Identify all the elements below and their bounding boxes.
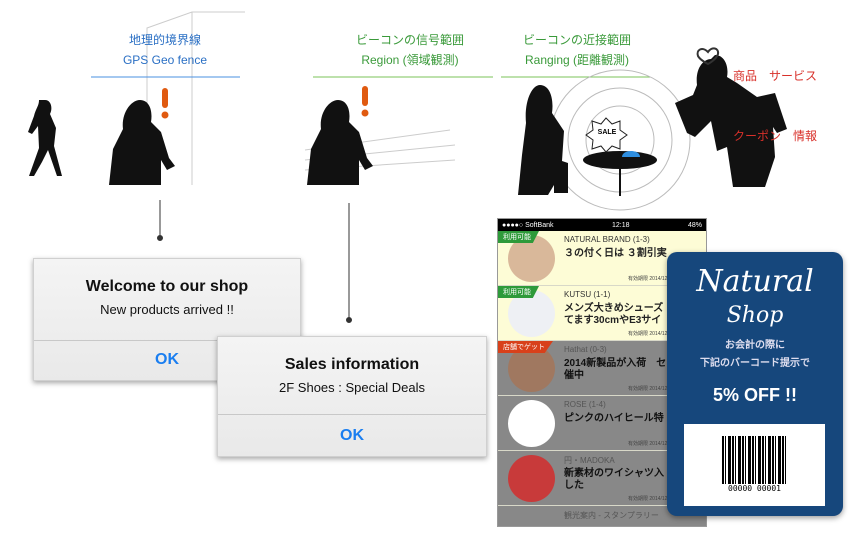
woman-silhouette-2 <box>307 100 373 185</box>
ranging-label-jp: ビーコンの近接範囲 <box>522 33 631 47</box>
ranging-label-en: Ranging (距離観測) <box>524 53 630 67</box>
divider <box>218 414 486 415</box>
alert-exclamation-icon <box>161 86 369 119</box>
beacon-icon <box>622 151 640 157</box>
coupon-line2: 下記のバーコード提示で <box>700 358 810 369</box>
list-item[interactable]: 観光案内 - スタンプラリー <box>498 506 706 520</box>
woman-bag-silhouette <box>518 85 568 195</box>
geofence-label: 地理的境界線 GPS Geo fence <box>90 30 240 70</box>
geofence-label-en: GPS Geo fence <box>122 53 208 67</box>
list-item[interactable]: 店舗でゲット Hathat (0-3) 2014新製品が入荷 セ 催中 有効期限… <box>498 341 706 396</box>
item-thumbnail <box>508 455 555 502</box>
item-date: 有効期限 2014/12/3 <box>628 496 672 502</box>
item-tag: 利用可能 <box>498 231 539 243</box>
region-label-jp: ビーコンの信号範囲 <box>355 33 464 47</box>
item-brand: KUTSU (1-1) <box>564 290 611 299</box>
carrier: ●●●●○ SoftBank <box>502 221 554 229</box>
item-date: 有効期限 2014/12/1 <box>628 386 672 392</box>
services-label-line2: クーポン 情報 <box>733 129 818 143</box>
sale-badge <box>585 117 628 153</box>
ok-button[interactable]: OK <box>155 351 179 368</box>
item-brand: ROSE (1-4) <box>564 400 606 409</box>
coupon-logo: Natural <box>696 264 814 299</box>
item-text: ３の付く日は ３割引実 <box>564 248 667 259</box>
item-thumbnail <box>508 400 555 447</box>
coupon-card: Natural Shop お会計の際に 下記のバーコード提示で 5% OFF !… <box>667 252 843 516</box>
item-tag: 利用可能 <box>498 286 539 298</box>
services-label: 商品 サービス クーポン 情報 <box>733 26 817 166</box>
item-date: 有効期限 2014/12/3 <box>628 276 672 282</box>
item-text: ピンクのハイヒール特 <box>564 413 664 424</box>
services-label-line1: 商品 サービス <box>733 69 818 83</box>
dialog-message: 2F Shoes : Special Deals <box>279 380 425 395</box>
coupon-discount: 5% OFF !! <box>713 385 797 405</box>
coupon-line1: お会計の際に <box>725 340 785 351</box>
item-date: 有効期限 2014/12/3 <box>628 331 672 337</box>
heart-icon <box>696 47 720 66</box>
item-brand: NATURAL BRAND (1-3) <box>564 235 650 244</box>
dialog-message: New products arrived !! <box>100 302 234 317</box>
geofence-label-jp: 地理的境界線 <box>128 33 201 47</box>
status-bar: ●●●●○ SoftBank 12:18 48% <box>498 219 706 231</box>
sale-badge-text: SALE <box>597 129 617 136</box>
item-brand: 観光案内 - スタンプラリー <box>564 511 659 520</box>
region-label: ビーコンの信号範囲 Region (領域観測) <box>320 30 500 70</box>
clock: 12:18 <box>611 221 630 229</box>
item-tag: 店舗でゲット <box>498 341 553 353</box>
item-text: 2014新製品が入荷 セ 催中 <box>564 358 667 381</box>
connector-lines <box>157 200 352 323</box>
ok-button[interactable]: OK <box>340 427 364 444</box>
item-text: 新素材のワイシャツ入 した <box>564 468 664 491</box>
woman-silhouette-1 <box>109 100 175 185</box>
walking-woman-silhouette <box>28 100 62 176</box>
item-brand: Hathat (0-3) <box>564 345 607 354</box>
region-label-en: Region (領域観測) <box>361 53 459 67</box>
battery: 48% <box>687 221 702 229</box>
dialog-title: Welcome to our shop <box>85 278 249 295</box>
item-brand: 円・MADOKA <box>564 456 615 465</box>
ranging-label: ビーコンの近接範囲 Ranging (距離観測) <box>497 30 657 70</box>
divider <box>34 340 300 341</box>
list-item[interactable]: ROSE (1-4) ピンクのハイヒール特 有効期限 2014/12/3 <box>498 396 706 451</box>
barcode <box>722 436 788 484</box>
sales-alert-dialog: Sales information 2F Shoes : Special Dea… <box>217 336 487 457</box>
barcode-box: 00000 00001 <box>684 424 825 506</box>
coupon-logo-sub: Shop <box>726 303 784 328</box>
shopper-silhouette <box>675 55 787 187</box>
item-date: 有効期限 2014/12/3 <box>628 441 672 447</box>
list-item[interactable]: 円・MADOKA 新素材のワイシャツ入 した 有効期限 2014/12/3 <box>498 451 706 506</box>
item-text: メンズ大きめシューズ てます30cmやE3サイ <box>564 303 664 326</box>
barcode-number: 00000 00001 <box>728 484 781 493</box>
dialog-title: Sales information <box>284 356 420 373</box>
